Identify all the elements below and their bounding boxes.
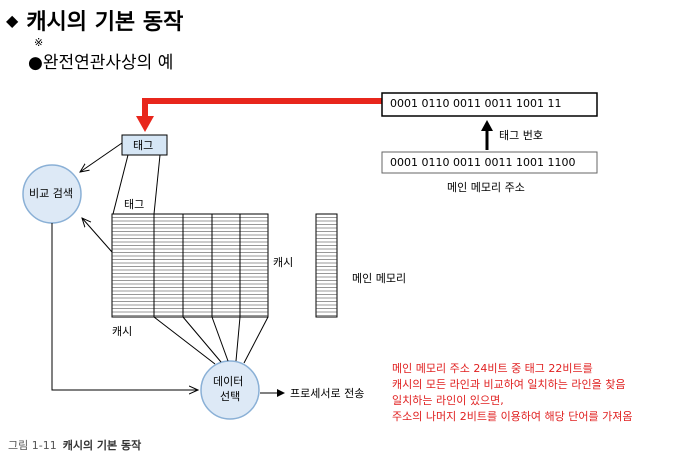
- data-select-label-2: 선택: [220, 390, 241, 403]
- note-line-1: 메인 메모리 주소 24비트 중 태그 22비트를: [392, 362, 593, 375]
- main-memory-address: 0001 0110 0011 0011 1001 1100: [390, 156, 576, 169]
- page-title: ◆ 캐시의 기본 동작: [6, 4, 183, 36]
- caption-text: 캐시의 기본 동작: [62, 439, 142, 452]
- figure-caption: 그림 1-11 캐시의 기본 동작: [8, 437, 141, 453]
- cache-to-compare-arrow: [82, 218, 113, 253]
- tag-field-box: [381, 92, 598, 117]
- tag-box-label: 태그: [133, 139, 154, 152]
- main-memory-label: 메인 메모리: [352, 272, 407, 285]
- bullet-heading: ●완전연관사상의 예: [28, 48, 173, 73]
- tag-to-compare-arrow: [80, 142, 123, 172]
- data-lines: [153, 316, 269, 365]
- bullet-dot-icon: ●: [28, 53, 43, 73]
- main-memory-column: [315, 213, 338, 318]
- to-processor-label: 프로세서로 전송: [290, 387, 365, 400]
- cache-label-right: 캐시: [273, 256, 294, 269]
- cache-label-bottom: 캐시: [112, 325, 133, 338]
- cache-grid: [111, 213, 269, 318]
- caption-number: 그림 1-11: [8, 439, 57, 452]
- diamond-icon: ◆: [6, 11, 19, 30]
- tag-box: [121, 134, 168, 156]
- tag-funnel-line-right: [153, 154, 161, 215]
- compare-label: 비교 검색: [29, 187, 73, 200]
- compare-to-select-path: [51, 223, 198, 390]
- data-select-circle: [200, 360, 260, 420]
- tag-highlight-arrow: [136, 98, 382, 132]
- main-memory-address-label: 메인 메모리 주소: [447, 181, 525, 194]
- title-text: 캐시의 기본 동작: [26, 10, 184, 35]
- note-line-4: 주소의 나머지 2비트를 이용하여 해당 단어를 가져옴: [392, 410, 633, 423]
- tag-field-address: 0001 0110 0011 0011 1001 11: [390, 97, 562, 110]
- bullet-text: 완전연관사상의 예: [42, 53, 174, 73]
- data-select-label-1: 데이터: [213, 375, 244, 388]
- decorative-glyph-icon: ※: [34, 36, 44, 49]
- note-line-3: 일치하는 라인이 있으면,: [392, 394, 504, 407]
- tag-number-label: 태그 번호: [499, 129, 543, 142]
- cache-grid-border: [111, 213, 269, 318]
- tag-number-arrow: [481, 120, 493, 150]
- main-memory-address-box: [381, 151, 598, 174]
- note-line-2: 캐시의 모든 라인과 비교하여 일치하는 라인을 찾음: [392, 378, 626, 391]
- annotation-note: 메인 메모리 주소 24비트 중 태그 22비트를 캐시의 모든 라인과 비교하…: [392, 361, 633, 425]
- tag-funnel-line-left: [112, 154, 129, 215]
- tag-column-label: 태그: [124, 198, 145, 211]
